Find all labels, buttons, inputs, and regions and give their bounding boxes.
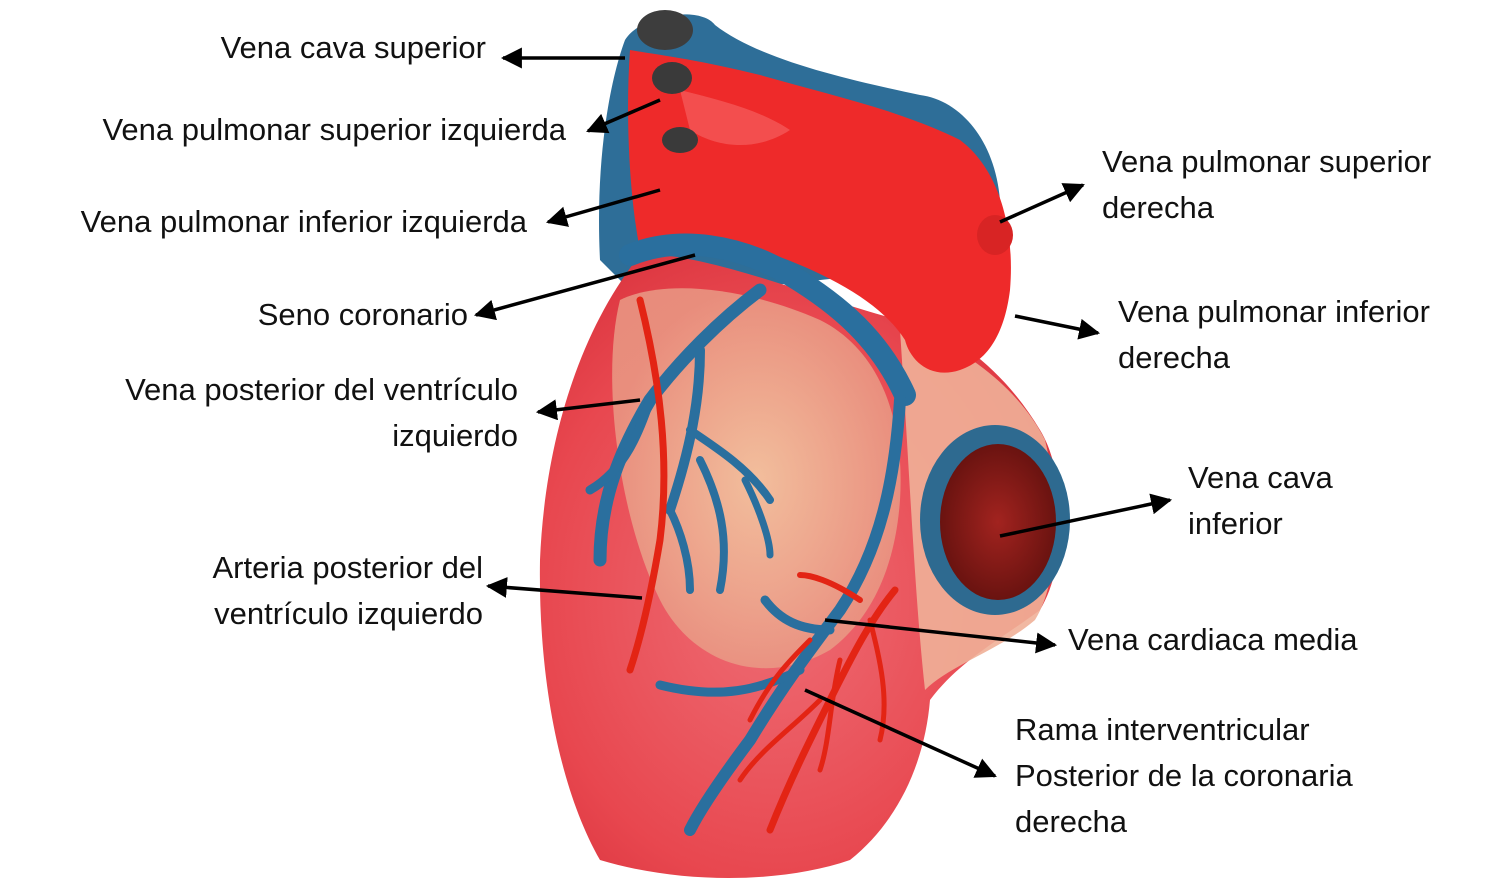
rspv-stub xyxy=(977,215,1013,255)
label-vena-posterior-ventriculo: Vena posterior del ventrículo izquierdo xyxy=(40,367,518,459)
label-vena-pulmonar-superior-derecha: Vena pulmonar superior derecha xyxy=(1102,139,1482,231)
lipv-opening xyxy=(662,127,698,153)
pointer-vena-pulmonar-sup-der xyxy=(1000,185,1083,222)
label-vena-cava-superior: Vena cava superior xyxy=(160,25,486,71)
ivc-lumen xyxy=(940,444,1056,600)
label-seno-coronario: Seno coronario xyxy=(200,292,468,338)
label-arteria-posterior-ventriculo: Arteria posterior del ventrículo izquier… xyxy=(140,545,483,637)
label-vena-pulmonar-superior-izquierda: Vena pulmonar superior izquierda xyxy=(20,107,566,153)
svc-opening xyxy=(637,10,693,50)
lspv-opening xyxy=(652,62,692,94)
label-vena-pulmonar-inferior-derecha: Vena pulmonar inferior derecha xyxy=(1118,289,1486,381)
pointer-vena-pulmonar-inf-der xyxy=(1015,316,1098,333)
label-vena-cava-inferior: Vena cava inferior xyxy=(1188,455,1408,547)
label-vena-cardiaca-media: Vena cardiaca media xyxy=(1068,617,1398,663)
label-vena-pulmonar-inferior-izquierda: Vena pulmonar inferior izquierda xyxy=(5,199,527,245)
label-rama-interventricular-posterior: Rama interventricular Posterior de la co… xyxy=(1015,707,1415,845)
